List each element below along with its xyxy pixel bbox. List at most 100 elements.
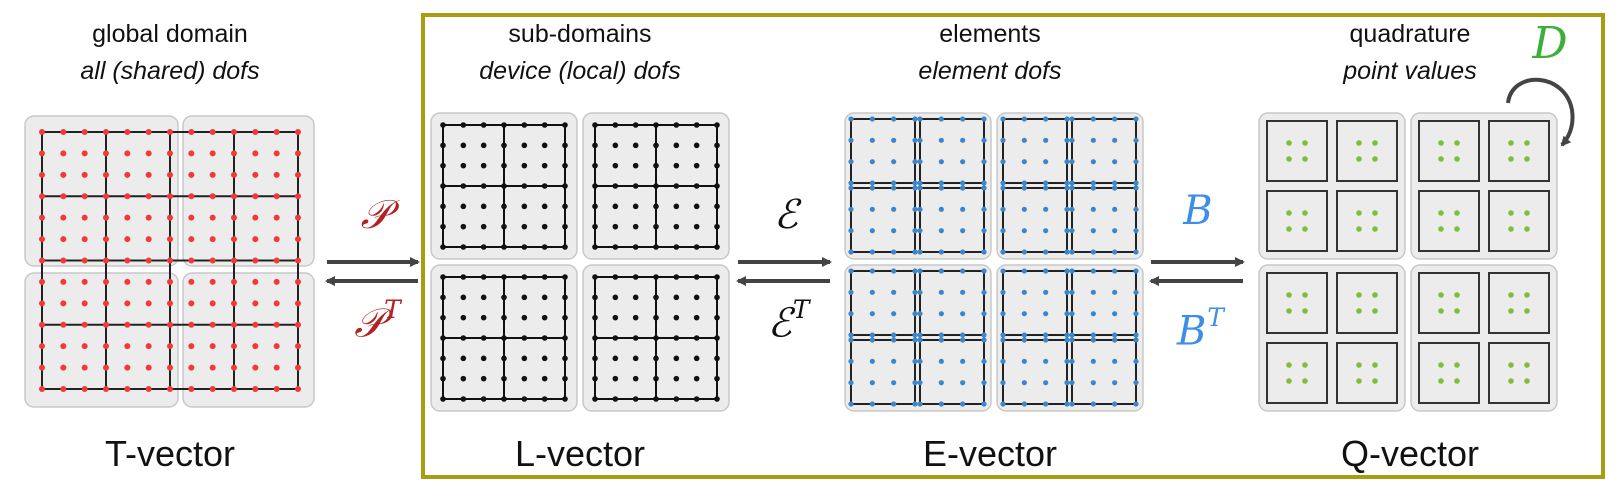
- dof-dot: [167, 321, 173, 328]
- dof-dot: [1064, 249, 1070, 255]
- dof-dot: [981, 137, 987, 143]
- dof-dot: [60, 364, 67, 371]
- dof-dot: [521, 355, 528, 362]
- dof-dot: [1069, 249, 1075, 255]
- dof-dot: [231, 171, 237, 178]
- dof-dot: [612, 375, 619, 382]
- dof-dot: [1133, 358, 1139, 364]
- dof-dot: [912, 380, 918, 386]
- dof-dot: [869, 206, 875, 212]
- dof-dot: [1372, 226, 1378, 232]
- dof-dot: [848, 268, 854, 274]
- dof-dot: [938, 311, 944, 317]
- dof-dot: [1356, 156, 1362, 162]
- e-operator: ℰ: [773, 192, 799, 238]
- element-box: [1336, 120, 1398, 182]
- dof-dot: [673, 142, 680, 149]
- dof-dot: [231, 300, 237, 307]
- e-vector-panel: [844, 112, 1144, 412]
- dof-dot: [653, 294, 659, 301]
- dof-dot: [1112, 401, 1118, 407]
- dof-dot: [1043, 228, 1049, 234]
- dof-dot: [1133, 159, 1139, 165]
- dof-dot: [917, 159, 923, 165]
- dof-dot: [39, 278, 45, 285]
- dof-dot: [1356, 292, 1362, 298]
- dof-dot: [632, 396, 639, 402]
- element-box: [1002, 118, 1068, 184]
- dof-dot: [612, 314, 619, 321]
- dof-dot: [960, 206, 966, 212]
- dof-dot: [39, 150, 45, 157]
- l-vector-label: L-vector: [514, 433, 646, 474]
- dof-dot: [653, 375, 659, 382]
- dof-dot: [1112, 159, 1118, 165]
- dof-dot: [1064, 311, 1070, 317]
- dof-dot: [912, 137, 918, 143]
- dof-dot: [124, 171, 131, 178]
- dof-dot: [869, 380, 875, 386]
- dof-dot: [1454, 378, 1460, 384]
- dof-dot: [592, 396, 598, 402]
- dof-dot: [209, 214, 216, 221]
- dof-dot: [39, 236, 45, 243]
- dof-dot: [273, 343, 280, 350]
- dof-dot: [1043, 358, 1049, 364]
- dof-dot: [693, 122, 700, 128]
- dof-dot: [693, 314, 700, 321]
- dof-dot: [209, 257, 216, 264]
- dof-dot: [460, 396, 467, 402]
- dof-dot: [1069, 137, 1075, 143]
- dof-dot: [1090, 380, 1096, 386]
- dof-dot: [1069, 185, 1075, 191]
- dof-dot: [693, 142, 700, 149]
- dof-dot: [167, 343, 173, 350]
- dof-dot: [632, 294, 639, 301]
- dof-dot: [653, 142, 659, 149]
- dof-dot: [1069, 268, 1075, 274]
- dof-dot: [714, 355, 720, 362]
- device-frame: [421, 13, 1605, 479]
- element-box: [919, 187, 985, 253]
- subdomain-panel: [996, 264, 1144, 412]
- dof-dot: [612, 355, 619, 362]
- dof-dot: [440, 183, 446, 189]
- dof-dot: [917, 206, 923, 212]
- dof-dot: [295, 321, 301, 328]
- dof-dot: [1000, 249, 1006, 255]
- dof-dot: [714, 375, 720, 382]
- dof-dot: [891, 228, 897, 234]
- dof-dot: [869, 332, 875, 338]
- dof-dot: [848, 228, 854, 234]
- dof-dot: [1090, 311, 1096, 317]
- dof-dot: [891, 380, 897, 386]
- dof-dot: [252, 129, 259, 135]
- dof-dot: [521, 203, 528, 210]
- dof-dot: [1069, 337, 1075, 343]
- dof-dot: [295, 214, 301, 221]
- b-transpose-operator: BT: [1177, 303, 1224, 355]
- dof-dot: [541, 355, 548, 362]
- dof-dot: [460, 314, 467, 321]
- dof-dot: [1372, 156, 1378, 162]
- dof-dot: [891, 358, 897, 364]
- dof-dot: [188, 150, 195, 157]
- dof-dot: [1000, 401, 1006, 407]
- l-subheading: device (local) dofs: [479, 57, 681, 85]
- dof-dot: [1064, 180, 1070, 186]
- element-box: [1002, 187, 1068, 253]
- dof-dot: [1112, 249, 1118, 255]
- dof-dot: [960, 185, 966, 191]
- dof-dot: [693, 396, 700, 402]
- dof-dot: [917, 185, 923, 191]
- dof-dot: [891, 185, 897, 191]
- element-box: [1071, 270, 1137, 336]
- dof-dot: [541, 375, 548, 382]
- dof-dot: [188, 171, 195, 178]
- dof-dot: [501, 294, 507, 301]
- dof-dot: [693, 244, 700, 250]
- dof-dot: [592, 122, 598, 128]
- dof-dot: [981, 185, 987, 191]
- dof-dot: [1043, 337, 1049, 343]
- dof-dot: [209, 278, 216, 285]
